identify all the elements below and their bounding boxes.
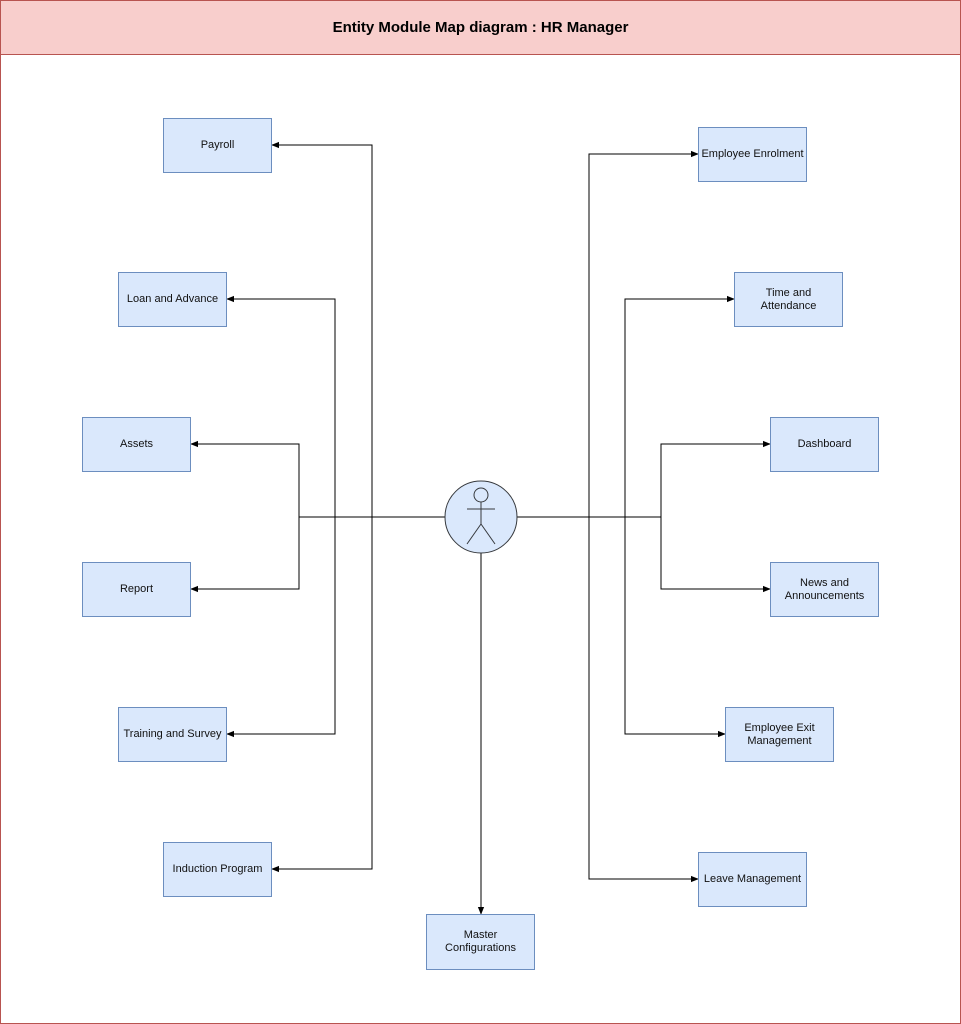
module-employee-enrolment[interactable]: Employee Enrolment [698,127,807,182]
module-label: Payroll [200,139,235,151]
module-induction-program[interactable]: Induction Program [163,842,272,897]
module-report[interactable]: Report [82,562,191,617]
module-assets[interactable]: Assets [82,417,191,472]
module-leave-management[interactable]: Leave Management [698,852,807,907]
module-label: Training and Survey [123,728,222,740]
module-label: Master Configurations [445,929,516,954]
connector-leave-management [588,517,699,883]
connector-employee-enrolment [517,150,699,518]
title-bar: Entity Module Map diagram : HR Manager [1,1,960,55]
module-employee-exit-management[interactable]: Employee Exit Management [725,707,834,762]
connector-training-survey [226,517,336,738]
module-training-and-survey[interactable]: Training and Survey [118,707,227,762]
module-master-configurations[interactable]: Master Configurations [426,914,535,970]
connector-induction-program [271,517,373,873]
actor-node[interactable] [444,480,518,554]
module-label: Loan and Advance [126,293,219,305]
module-dashboard[interactable]: Dashboard [770,417,879,472]
connector-time-attendance [589,295,735,518]
module-label: Employee Enrolment [701,148,804,160]
module-loan-and-advance[interactable]: Loan and Advance [118,272,227,327]
module-label: Induction Program [172,863,263,875]
connector-employee-exit [624,517,726,738]
module-label: Report [119,583,154,595]
connector-dashboard [625,440,771,518]
connector-news-announcements [660,517,771,593]
connector-payroll [271,141,445,518]
connector-assets [190,440,335,518]
connector-report [190,517,300,593]
module-news-and-announcements[interactable]: News and Announcements [770,562,879,617]
module-label: Leave Management [703,873,802,885]
person-icon [466,487,496,545]
module-label: Time and Attendance [760,286,817,312]
connector-loan-advance [226,295,372,518]
module-label: News and Announcements [784,576,865,602]
module-label: Dashboard [797,438,852,450]
diagram-title: Entity Module Map diagram : HR Manager [332,19,629,36]
module-payroll[interactable]: Payroll [163,118,272,173]
module-label: Employee Exit Management [744,721,815,747]
module-label: Assets [119,438,153,450]
module-time-and-attendance[interactable]: Time and Attendance [734,272,843,327]
